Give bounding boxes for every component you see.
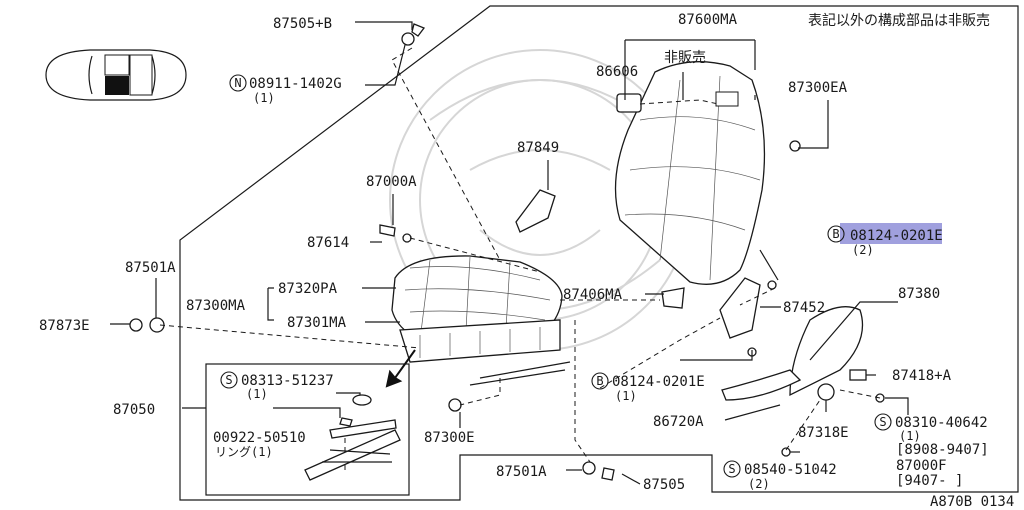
label-87849[interactable]: 87849 [517,140,559,156]
side-cover-illustration [721,306,867,401]
svg-text:S: S [879,415,886,429]
label-87300e[interactable]: 87300E [424,430,475,446]
boundary-frame [179,5,1019,501]
label-08313-51237[interactable]: 08313-51237 [241,373,334,389]
label-87418-a[interactable]: 87418+A [892,368,952,384]
svg-text:N: N [234,76,241,90]
label-87301ma[interactable]: 87301MA [287,315,347,331]
svg-text:B: B [832,227,839,241]
qty-08124-mid: (1) [615,389,637,403]
label-87320pa[interactable]: 87320PA [278,281,338,297]
label-87300ea[interactable]: 87300EA [788,80,848,96]
note-text: 表記以外の構成部品は非販売 [808,12,990,29]
label-08124-0201e-mid[interactable]: 08124-0201E [612,374,705,390]
label-87873e[interactable]: 87873E [39,318,90,334]
range-08310: [8908-9407] [896,442,989,458]
qty-08911: (1) [253,91,275,105]
footer-code: A870B 0134 [930,494,1014,510]
label-86720a[interactable]: 86720A [653,414,704,430]
car-locator-icon [45,49,187,101]
inset-detail-box [205,363,410,496]
label-08540-51042[interactable]: 08540-51042 [744,462,837,478]
label-87000f[interactable]: 87000F [896,458,947,474]
label-87050[interactable]: 87050 [113,402,155,418]
label-00922-50510[interactable]: 00922-50510 [213,430,306,446]
label-87380[interactable]: 87380 [898,286,940,302]
qty-08310: (1) [899,429,921,443]
label-08310-40642[interactable]: 08310-40642 [895,415,988,431]
prefix-symbol-s-08540: S [723,460,741,478]
label-87505-b[interactable]: 87505+B [273,16,332,32]
label-ring: リング(1) [215,445,273,459]
qty-08540: (2) [748,477,770,491]
label-87318e[interactable]: 87318E [798,425,849,441]
svg-text:S: S [225,373,232,387]
label-08124-0201e-top[interactable]: 08124-0201E [850,228,943,244]
label-87501a-left[interactable]: 87501A [125,260,176,276]
not-sold-text: 非販売 [664,50,706,66]
prefix-symbol-b-mid: B [591,372,609,390]
label-87452[interactable]: 87452 [783,300,825,316]
qty-08313: (1) [246,387,268,401]
leader-lines [110,21,909,485]
svg-text:B: B [596,374,603,388]
label-86606[interactable]: 86606 [596,64,638,80]
small-hardware [129,23,885,481]
label-87614[interactable]: 87614 [307,235,349,251]
assembly-dashed-lines [159,47,881,470]
prefix-symbol-b-top: B [827,225,845,243]
seat-cushion-illustration [391,255,571,386]
label-08911-1402g[interactable]: 08911-1402G [249,76,342,92]
range-87000f: [9407- ] [896,473,963,489]
label-87300ma[interactable]: 87300MA [186,298,246,314]
inset-pointer-arrow [385,349,416,388]
label-87505[interactable]: 87505 [643,477,685,493]
label-87501a-bottom[interactable]: 87501A [496,464,547,480]
svg-text:S: S [728,462,735,476]
label-87000a[interactable]: 87000A [366,174,417,190]
qty-08124-top: (2) [852,243,874,257]
label-87600ma[interactable]: 87600MA [678,12,738,28]
prefix-symbol-s-08310: S [874,413,892,431]
selected-part-highlight[interactable] [840,223,942,244]
seat-back-illustration [614,61,766,285]
prefix-symbol-n: N [229,74,247,92]
label-87406ma[interactable]: 87406MA [563,287,623,303]
prefix-symbol-s-08313: S [220,371,238,389]
recliner-bracket [515,189,761,339]
